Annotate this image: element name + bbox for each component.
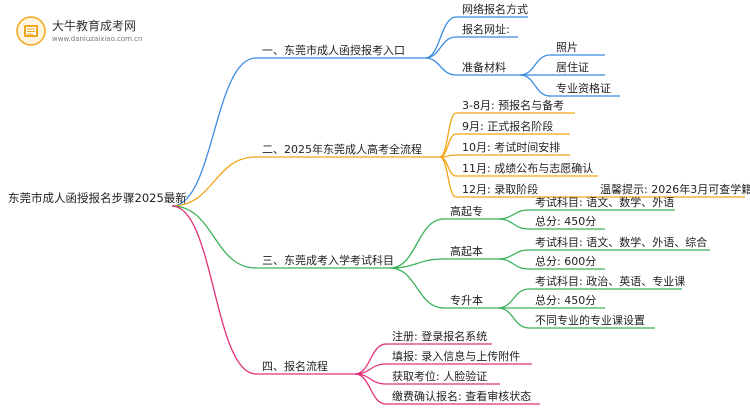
leaf-3-3-3[interactable]: 不同专业的专业课设置 bbox=[535, 313, 645, 327]
branch-connector-3 bbox=[171, 205, 257, 269]
leaf-connector-1-3-1 bbox=[519, 54, 551, 76]
logo-url: www.daniuzaixiao.com.cn bbox=[52, 35, 143, 43]
node-4-3[interactable]: 获取考位: 人脸验证 bbox=[392, 369, 487, 383]
node-1-1[interactable]: 网络报名方式 bbox=[462, 2, 528, 16]
leaf-1-3-3[interactable]: 专业资格证 bbox=[556, 81, 611, 95]
logo-title: 大牛教育成考网 bbox=[52, 19, 137, 33]
leaf-3-2-2[interactable]: 总分: 600分 bbox=[535, 254, 596, 268]
node-connector-2-5 bbox=[439, 156, 457, 198]
site-logo[interactable]: 大牛教育成考网 www.daniuzaixiao.com.cn bbox=[12, 14, 152, 50]
leaf-connector-3-3-3 bbox=[497, 307, 530, 329]
book-logo-icon bbox=[16, 16, 46, 46]
branch-connector-2 bbox=[171, 156, 257, 207]
node-3-2[interactable]: 高起本 bbox=[450, 244, 483, 258]
node-4-2[interactable]: 填报: 录入信息与上传附件 bbox=[392, 349, 520, 363]
leaf-connector-3-2-2 bbox=[497, 258, 530, 270]
leaf-connector-1-3-3 bbox=[519, 74, 551, 97]
leaf-1-3-1[interactable]: 照片 bbox=[556, 41, 578, 54]
node-1-3[interactable]: 准备材料 bbox=[462, 60, 506, 74]
leaf-3-2-1[interactable]: 考试科目: 语文、数学、外语、综合 bbox=[535, 235, 707, 249]
node-3-3[interactable]: 专升本 bbox=[450, 293, 483, 307]
leaf-connector-3-3-1 bbox=[497, 288, 530, 309]
leaf-3-1-2[interactable]: 总分: 450分 bbox=[535, 214, 596, 228]
node-connector-4-4 bbox=[354, 373, 387, 405]
branch-2[interactable]: 二、2025年东莞成人高考全流程 bbox=[262, 142, 422, 156]
node-3-1[interactable]: 高起专 bbox=[450, 204, 483, 218]
node-2-3[interactable]: 10月: 考试时间安排 bbox=[462, 140, 560, 154]
branch-3[interactable]: 三、东莞成考入学考试科目 bbox=[262, 253, 394, 267]
node-4-1[interactable]: 注册: 登录报名系统 bbox=[392, 329, 487, 343]
node-2-4[interactable]: 11月: 成绩公布与志愿确认 bbox=[462, 162, 593, 175]
node-4-4[interactable]: 缴费确认报名: 查看审核状态 bbox=[392, 389, 531, 403]
node-connector-1-3 bbox=[424, 57, 457, 76]
leaf-connector-3-2-1 bbox=[497, 249, 530, 260]
node-connector-3-3 bbox=[389, 267, 445, 309]
node-connector-3-2 bbox=[389, 258, 445, 269]
branch-connector-4 bbox=[171, 205, 257, 375]
leaf-connector-3-1-1 bbox=[497, 209, 530, 220]
node-connector-1-2 bbox=[424, 36, 457, 59]
leaf-2-5-1[interactable]: 温馨提示: 2026年3月可查学籍 bbox=[600, 182, 750, 196]
leaf-3-3-2[interactable]: 总分: 450分 bbox=[535, 293, 596, 307]
node-2-2[interactable]: 9月: 正式报名阶段 bbox=[462, 119, 553, 133]
leaf-3-1-1[interactable]: 考试科目: 语文、数学、外语 bbox=[535, 195, 674, 209]
branch-1[interactable]: 一、东莞市成人函授报考入口 bbox=[262, 43, 405, 57]
node-2-5[interactable]: 12月: 录取阶段 bbox=[462, 182, 538, 196]
node-2-1[interactable]: 3-8月: 预报名与备考 bbox=[462, 98, 564, 112]
leaf-1-3-2[interactable]: 居住证 bbox=[556, 60, 589, 74]
branch-4[interactable]: 四、报名流程 bbox=[262, 359, 328, 373]
leaf-3-3-1[interactable]: 考试科目: 政治、英语、专业课 bbox=[535, 274, 685, 288]
branch-connector-1 bbox=[171, 57, 257, 207]
root-topic[interactable]: 东莞市成人函授报名步骤2025最新 bbox=[8, 191, 187, 205]
node-connector-3-1 bbox=[389, 218, 445, 269]
node-1-2[interactable]: 报名网址: bbox=[462, 22, 510, 36]
leaf-connector-3-1-2 bbox=[497, 218, 530, 230]
